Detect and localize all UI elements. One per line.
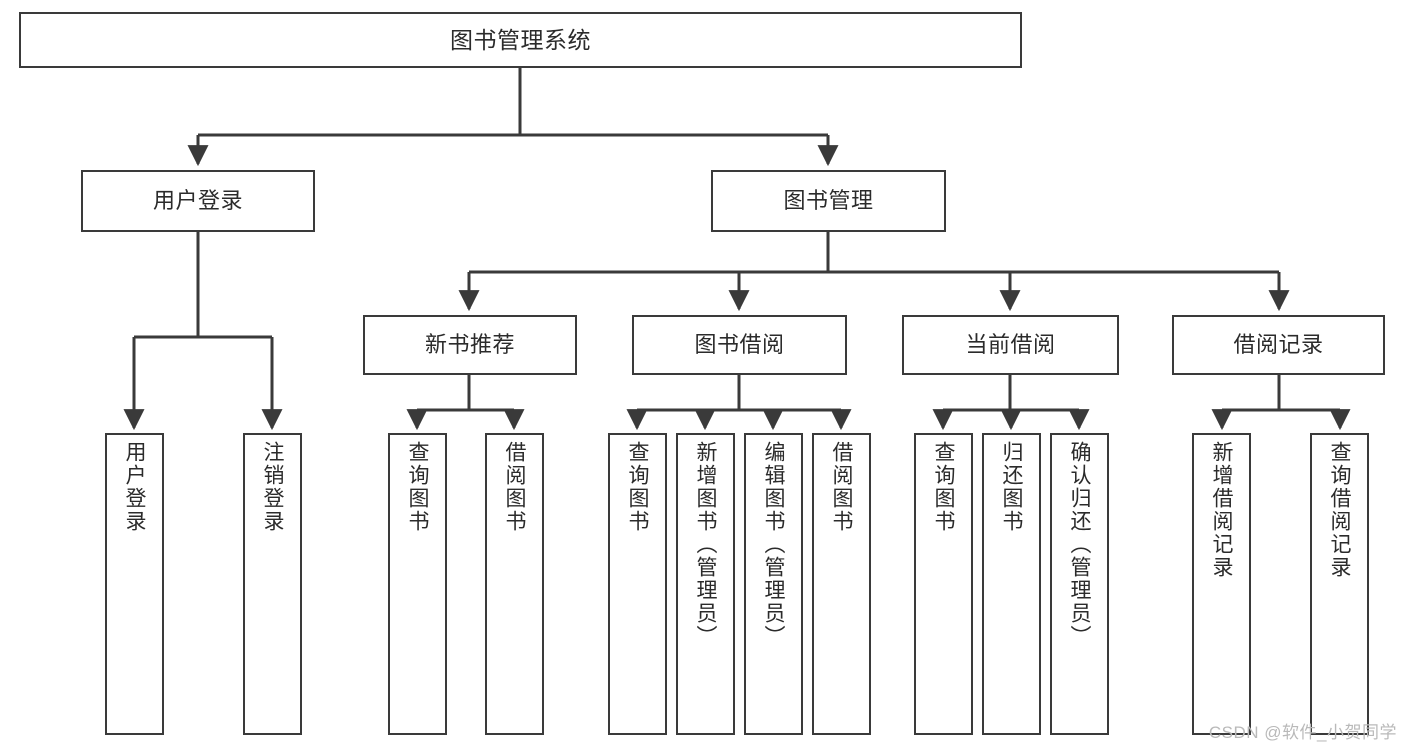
node-book-borrow[interactable]: 图书借阅 <box>632 315 847 375</box>
node-borrow-record[interactable]: 借阅记录 <box>1172 315 1385 375</box>
leaf-record-query[interactable]: 查询借阅记录 <box>1310 433 1369 735</box>
leaf-borrow-borrow-book-label: 借阅图书 <box>830 441 853 533</box>
leaf-record-query-label: 查询借阅记录 <box>1328 441 1351 579</box>
node-book-manage-label: 图书管理 <box>783 188 874 214</box>
leaf-current-return-book[interactable]: 归还图书 <box>982 433 1041 735</box>
leaf-current-confirm-return-label: 确认归还（管理员） <box>1068 441 1091 648</box>
node-borrow-record-label: 借阅记录 <box>1233 332 1324 358</box>
node-book-borrow-label: 图书借阅 <box>694 332 785 358</box>
leaf-borrow-query-book-label: 查询图书 <box>626 441 649 533</box>
node-new-book-recommend-label: 新书推荐 <box>424 332 515 358</box>
node-book-manage[interactable]: 图书管理 <box>711 170 946 232</box>
leaf-logout-label: 注销登录 <box>261 441 284 533</box>
node-root[interactable]: 图书管理系统 <box>19 12 1022 68</box>
node-current-borrow-label: 当前借阅 <box>965 332 1056 358</box>
node-user-login[interactable]: 用户登录 <box>81 170 315 232</box>
node-root-label: 图书管理系统 <box>450 26 591 53</box>
leaf-newbook-borrow-book[interactable]: 借阅图书 <box>485 433 544 735</box>
leaf-current-confirm-return[interactable]: 确认归还（管理员） <box>1050 433 1109 735</box>
leaf-newbook-borrow-book-label: 借阅图书 <box>503 441 526 533</box>
leaf-user-login-label: 用户登录 <box>123 441 146 533</box>
leaf-newbook-query-book[interactable]: 查询图书 <box>388 433 447 735</box>
leaf-newbook-query-book-label: 查询图书 <box>406 441 429 533</box>
leaf-record-add[interactable]: 新增借阅记录 <box>1192 433 1251 735</box>
leaf-borrow-edit-book-label: 编辑图书（管理员） <box>762 441 785 648</box>
leaf-current-query-book[interactable]: 查询图书 <box>914 433 973 735</box>
watermark: CSDN @软件_小贺同学 <box>1208 723 1397 742</box>
node-new-book-recommend[interactable]: 新书推荐 <box>363 315 577 375</box>
leaf-borrow-add-book-label: 新增图书（管理员） <box>694 441 717 648</box>
leaf-borrow-borrow-book[interactable]: 借阅图书 <box>812 433 871 735</box>
leaf-borrow-edit-book[interactable]: 编辑图书（管理员） <box>744 433 803 735</box>
leaf-current-query-book-label: 查询图书 <box>932 441 955 533</box>
leaf-borrow-query-book[interactable]: 查询图书 <box>608 433 667 735</box>
leaf-borrow-add-book[interactable]: 新增图书（管理员） <box>676 433 735 735</box>
leaf-record-add-label: 新增借阅记录 <box>1210 441 1233 579</box>
node-user-login-label: 用户登录 <box>152 188 243 214</box>
leaf-logout[interactable]: 注销登录 <box>243 433 302 735</box>
leaf-user-login[interactable]: 用户登录 <box>105 433 164 735</box>
leaf-current-return-book-label: 归还图书 <box>1000 441 1023 533</box>
node-current-borrow[interactable]: 当前借阅 <box>902 315 1119 375</box>
